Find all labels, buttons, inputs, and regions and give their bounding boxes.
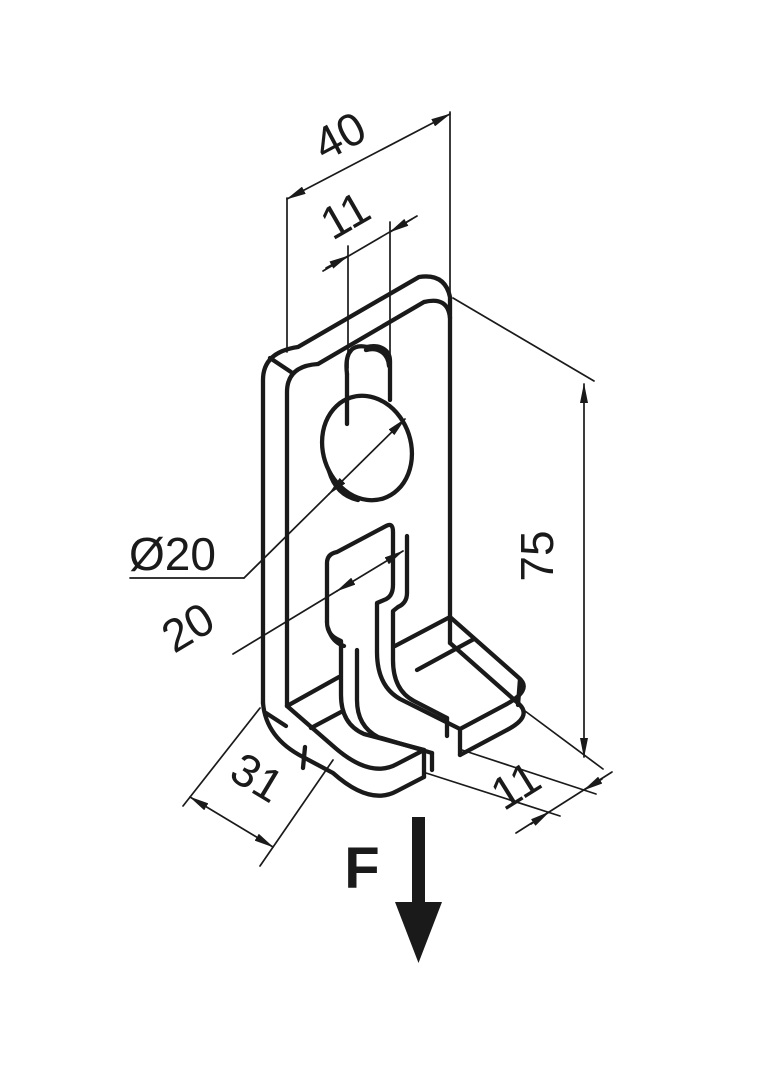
base-top-left-contour: [284, 703, 427, 771]
base-front-right-seam: [515, 676, 523, 708]
dim-keyhole-slot-width-label: 11: [311, 181, 378, 250]
dim-11bot-arrow-left: [530, 811, 550, 826]
junction-line-left: [284, 674, 342, 709]
leader-20: [232, 590, 338, 655]
keyhole-slot-inner-wall: [363, 347, 392, 369]
force-label: F: [344, 836, 379, 901]
ext-11bot-left: [425, 772, 561, 817]
ext-11bot-right: [461, 749, 597, 795]
dim-plate-width-label: 40: [305, 101, 375, 171]
bracket-outline: [260, 274, 526, 798]
window-inner-right-wall: [390, 533, 450, 721]
dim-base-depth-label: 31: [222, 742, 293, 813]
plate-front-face: [284, 298, 453, 709]
dim-31-line: [189, 796, 274, 848]
force-annotation: F: [344, 817, 442, 963]
dim-11bot-arrow-right: [583, 776, 603, 791]
ext-31-back: [182, 707, 261, 807]
window-inner-left-notch: [325, 625, 347, 649]
dim-11top-arrow-left: [325, 255, 349, 269]
ext-75-bottom: [520, 707, 604, 770]
dim-11top-arrow-right: [389, 218, 413, 233]
force-arrow-icon: [395, 817, 442, 963]
plate-outer-edge: [260, 274, 453, 706]
dim-40-line: [286, 113, 451, 200]
dimension-lines: [189, 113, 603, 848]
dim-total-height-label: 75: [511, 530, 563, 581]
dim-20-line: [336, 550, 404, 592]
dim-keyhole-diameter-label: Ø20: [129, 528, 216, 580]
fillet-line-right: [414, 636, 477, 673]
base-front-left-seam: [300, 744, 308, 771]
plate-bottom-left-seam: [263, 710, 289, 729]
leader-dia20: [243, 493, 330, 579]
dim-window-width-label: 20: [152, 592, 223, 663]
junction-line-right: [392, 614, 453, 649]
dim-dia20-line: [328, 418, 406, 495]
dimension-annotations: 40 11 Ø20 20 75 31 11: [129, 101, 613, 867]
base-bottom-left-contour: [260, 700, 427, 798]
keyhole-circle: [319, 393, 415, 503]
slot-inner-left-wall: [354, 647, 435, 756]
fillet-line-left: [308, 709, 344, 731]
ext-75-top: [452, 297, 595, 382]
ext-31-front: [259, 759, 334, 867]
plate-top-left-seam: [267, 355, 294, 375]
